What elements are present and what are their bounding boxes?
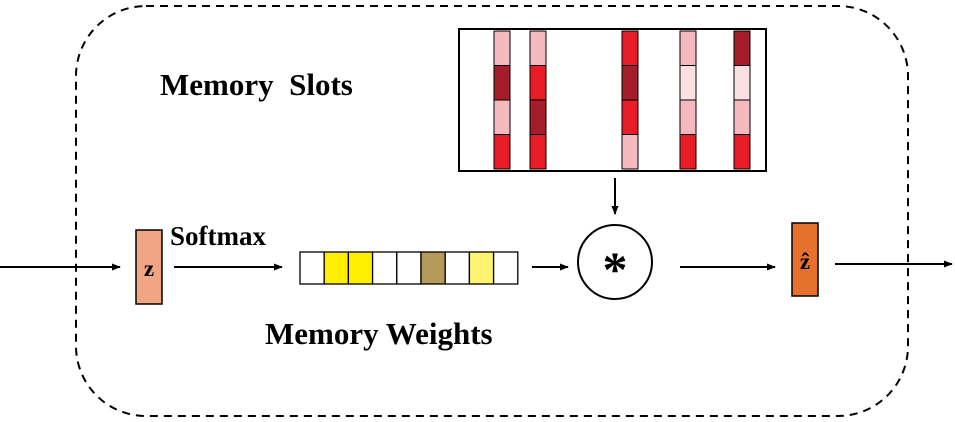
softmax-label: Softmax (170, 221, 266, 251)
memory-slot-cell (621, 30, 639, 66)
memory-slot-cell (493, 65, 511, 101)
memory-weight-cell (396, 251, 422, 285)
memory-slot-cell (621, 99, 639, 135)
input-z-box: z (135, 229, 163, 305)
memory-slot-cell (733, 134, 751, 170)
memory-slot-cell (733, 65, 751, 101)
multiply-operator: * (577, 224, 653, 300)
memory-slots-label: Memory Slots (160, 67, 353, 102)
output-z-hat-box: ẑ (791, 222, 819, 297)
memory-slot-cell (493, 99, 511, 135)
memory-weight-cell (420, 251, 446, 285)
memory-weight-cell (468, 251, 495, 285)
memory-slot-cell (529, 65, 547, 101)
memory-slot-cell (493, 134, 511, 170)
memory-slot-cell (679, 99, 697, 135)
output-z-hat-label: ẑ (800, 249, 810, 274)
memory-weight-cell (323, 251, 350, 285)
memory-weights-label: Memory Weights (265, 316, 493, 351)
memory-weights-vector (299, 251, 519, 285)
memory-weight-cell (347, 251, 374, 285)
memory-slot-cell (493, 30, 511, 66)
memory-slot-cell (621, 134, 639, 170)
memory-slot-cell (529, 134, 547, 170)
memory-weight-cell (299, 251, 325, 285)
memory-slot-cell (679, 134, 697, 170)
memory-slot-cell (679, 30, 697, 66)
memory-weight-cell (371, 251, 398, 285)
memory-weight-cell (492, 251, 519, 285)
module-boundary (75, 5, 909, 417)
input-z-label: z (144, 256, 154, 281)
memory-slot-cell (733, 99, 751, 135)
memory-slot-cell (679, 65, 697, 101)
memory-slot-cell (733, 30, 751, 66)
memory-slot-cell (529, 99, 547, 135)
memory-weight-cell (444, 251, 471, 285)
memory-slot-cell (621, 65, 639, 101)
multiply-symbol: * (603, 241, 628, 297)
memory-slots-matrix (458, 28, 767, 172)
memory-slot-cell (529, 30, 547, 66)
